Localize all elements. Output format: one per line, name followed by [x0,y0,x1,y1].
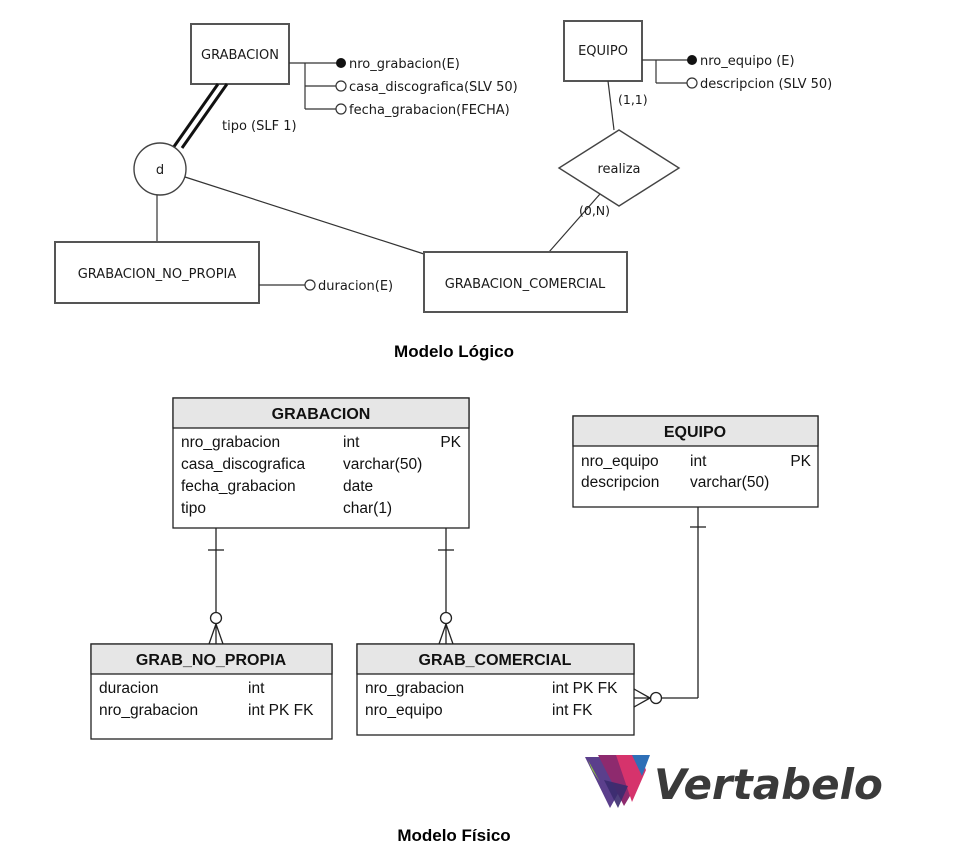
table-row: nro_grabacion int PK [181,434,462,451]
entity-grabacion: GRABACION [190,23,290,85]
cardinality-comercial: (0,N) [579,203,610,218]
column-name: casa_discografica [181,456,305,473]
column-type: int [248,680,265,697]
column-name: nro_equipo [581,453,659,470]
attr-fecha-grabacion: fecha_grabacion(FECHA) [349,103,510,118]
column-key: PK [790,453,811,470]
column-type: int FK [552,702,593,719]
vertabelo-logo-icon [585,755,650,808]
column-name: tipo [181,500,206,517]
physical-caption: Modelo Físico [397,826,510,845]
disjoint-label: d [156,163,164,178]
fk-grabacion-no-propia [208,528,224,645]
column-name: fecha_grabacion [181,478,296,495]
entity-no-propia-label: GRABACION_NO_PROPIA [78,267,237,282]
disjoint-circle: d [133,142,187,196]
table-row: duracion int [99,680,265,697]
entity-equipo-label: EQUIPO [578,44,628,59]
fk-equipo-comercial [633,507,706,708]
table-row: casa_discografica varchar(50) [181,456,422,473]
equipo-relationship-line [607,80,615,131]
logical-caption: Modelo Lógico [394,342,514,361]
attr-nro-grabacion: nro_grabacion(E) [349,57,460,72]
attr-duracion: duracion(E) [318,279,393,294]
column-type: int PK FK [552,680,618,697]
attr-casa-discografica: casa_discografica(SLV 50) [349,80,518,95]
key-attribute-dot [336,58,346,68]
column-type: varchar(50) [343,456,422,473]
physical-model: GRABACION nro_grabacion int PK casa_disc… [90,397,883,845]
table-no-propia-title: GRAB_NO_PROPIA [136,652,287,669]
equipo-attributes [642,59,692,84]
fk-grabacion-comercial [438,528,454,645]
column-name: nro_grabacion [181,434,280,451]
column-name: duracion [99,680,158,697]
cardinality-equipo: (1,1) [618,92,648,107]
table-row: tipo char(1) [181,500,392,517]
key-attribute-dot [687,55,697,65]
entity-comercial-label: GRABACION_COMERCIAL [445,277,606,292]
column-type: int [690,453,707,470]
column-type: int PK FK [248,702,314,719]
table-row: nro_grabacion int PK FK [365,680,618,697]
table-row: nro_equipo int PK [581,453,812,470]
grabacion-attributes [289,62,341,110]
table-header [172,397,470,429]
column-name: descripcion [581,474,659,491]
table-header [90,643,333,675]
column-name: nro_equipo [365,702,443,719]
entity-grabacion-label: GRABACION [201,48,279,63]
table-grabacion: GRABACION nro_grabacion int PK casa_disc… [172,397,470,529]
column-type: date [343,478,373,495]
table-row: fecha_grabacion date [181,478,373,495]
entity-grabacion-no-propia: GRABACION_NO_PROPIA [54,241,260,304]
logical-model: GRABACION nro_grabacion(E) casa_discogra… [54,20,832,361]
column-name: nro_grabacion [365,680,464,697]
table-grab-no-propia: GRAB_NO_PROPIA duracion int nro_grabacio… [90,643,333,740]
subtype-line-comercial [184,176,425,255]
vertabelo-wordmark: Vertabelo [654,760,883,809]
discriminator-label: tipo (SLF 1) [222,119,297,134]
attribute-dot [335,103,347,115]
table-comercial-title: GRAB_COMERCIAL [419,652,572,669]
attr-descripcion: descripcion (SLV 50) [700,77,832,92]
relationship-comercial-line [548,193,601,253]
table-row: nro_grabacion int PK FK [99,702,314,719]
vertabelo-logo: Vertabelo [585,755,883,809]
entity-equipo: EQUIPO [563,20,643,82]
attribute-dot [335,80,347,92]
relationship-label: realiza [597,162,640,177]
relationship-realiza: realiza [557,129,681,207]
table-header [356,643,635,675]
entity-grabacion-comercial: GRABACION_COMERCIAL [423,251,628,313]
column-type: char(1) [343,500,392,517]
table-equipo: EQUIPO nro_equipo int PK descripcion var… [572,415,819,508]
table-equipo-title: EQUIPO [664,424,726,441]
table-row: nro_equipo int FK [365,702,593,719]
column-type: int [343,434,360,451]
attribute-dot [686,77,698,89]
table-row: descripcion varchar(50) [581,474,769,491]
table-grab-comercial: GRAB_COMERCIAL nro_grabacion int PK FK n… [356,643,635,736]
total-participation-line [171,83,229,149]
column-key: PK [440,434,461,451]
table-header [572,415,819,447]
column-name: nro_grabacion [99,702,198,719]
table-grabacion-title: GRABACION [272,406,371,423]
column-type: varchar(50) [690,474,769,491]
attribute-dot [304,279,316,291]
attr-nro-equipo: nro_equipo (E) [700,54,795,69]
